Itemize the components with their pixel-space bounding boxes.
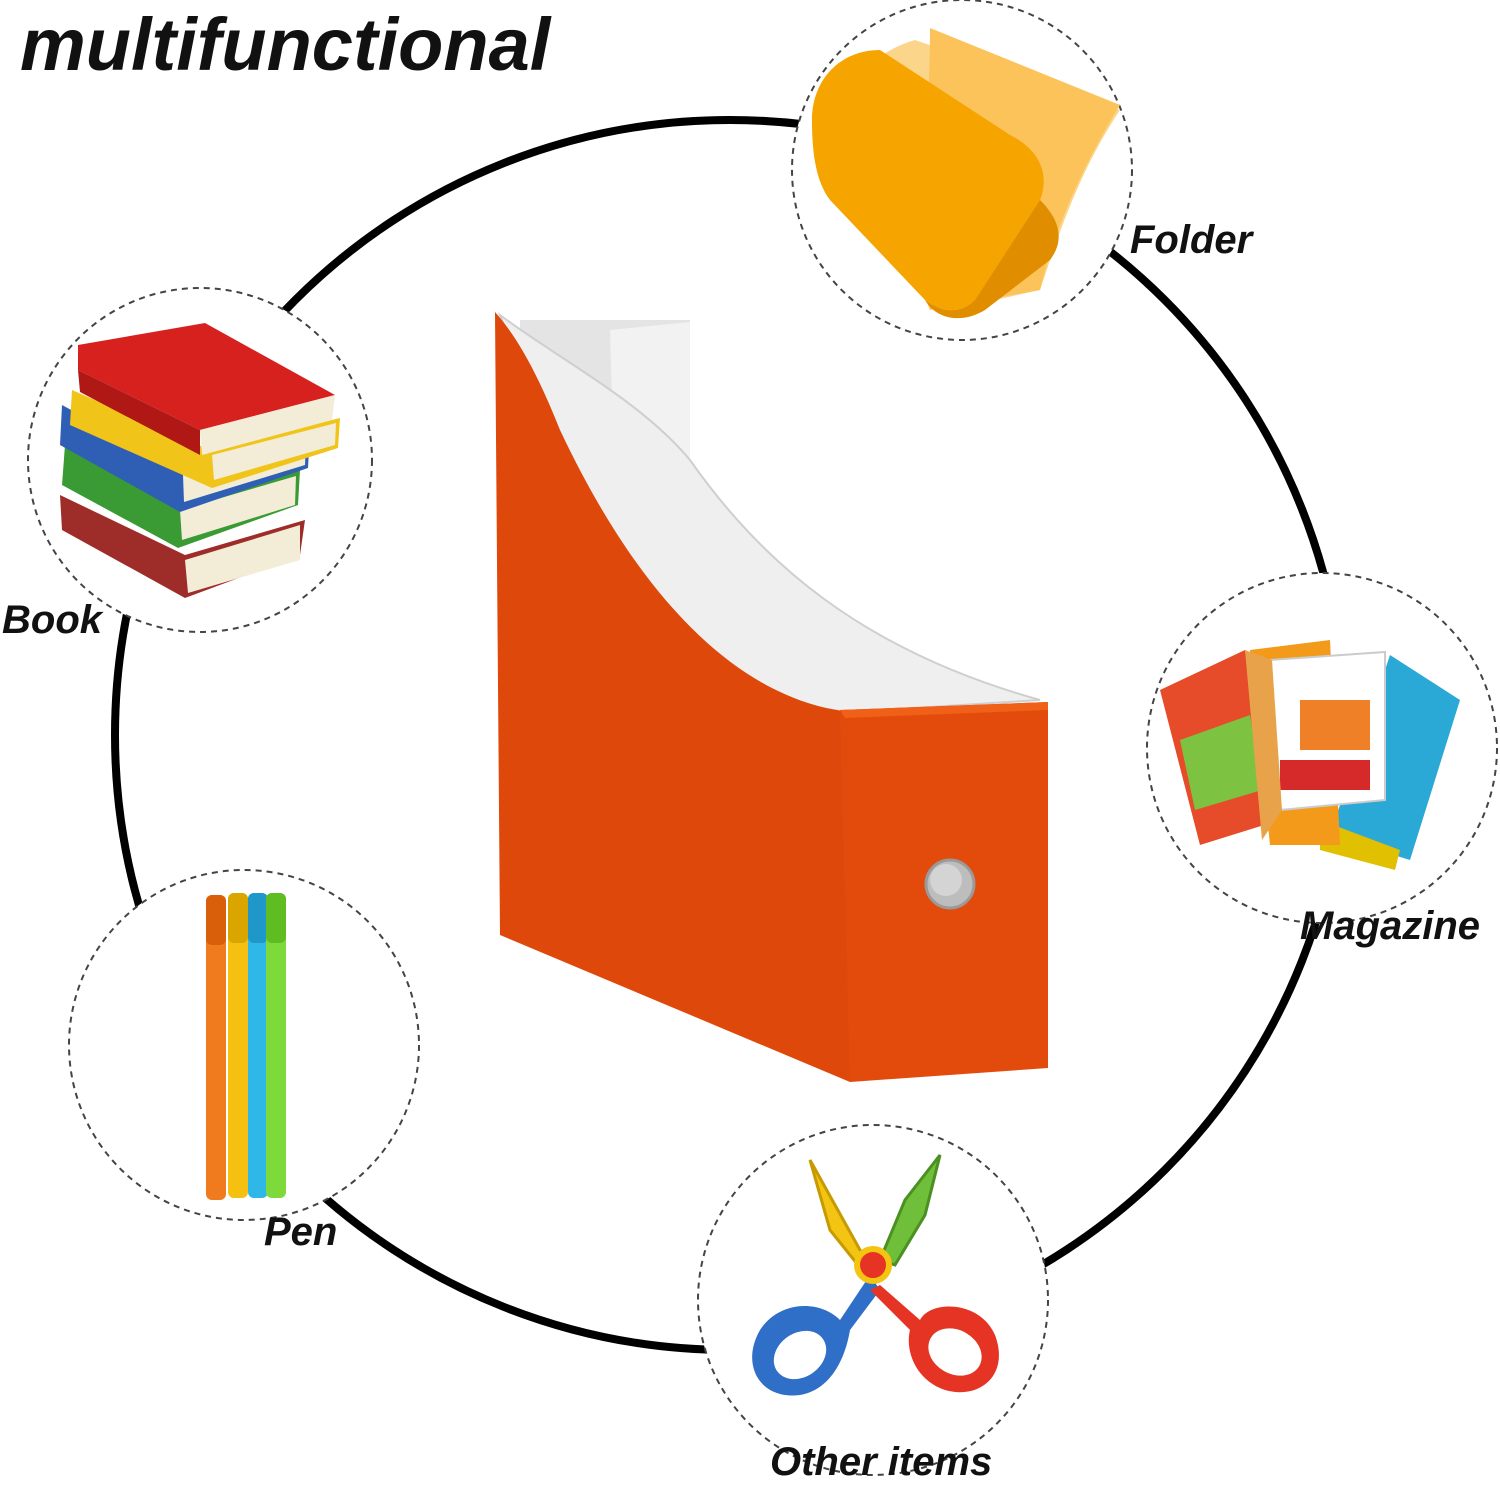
- folder-bubble: [791, 0, 1133, 341]
- label-magazine: Magazine: [1300, 904, 1481, 948]
- label-folder: Folder: [1130, 218, 1253, 262]
- label-pen: Pen: [264, 1210, 338, 1254]
- magazine-file-box: [495, 312, 1048, 1082]
- pen-bubble: [68, 869, 420, 1221]
- headline: multifunctional: [20, 3, 551, 86]
- other-bubble: [697, 1124, 1049, 1476]
- label-other-items: Other items: [770, 1440, 993, 1484]
- folder-icon: [812, 28, 1120, 319]
- magazine-bubble: [1146, 572, 1498, 924]
- magazines-icon: [1160, 640, 1460, 870]
- books-icon: [60, 323, 340, 598]
- book-bubble: [27, 287, 373, 633]
- pens-icon: [206, 893, 286, 1200]
- scissors-icon: [752, 1154, 999, 1396]
- label-book: Book: [2, 598, 102, 642]
